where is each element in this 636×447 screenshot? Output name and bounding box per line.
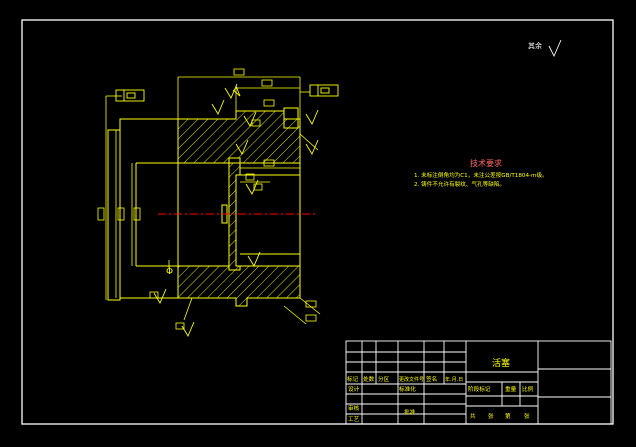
- drawing-frame: [21, 19, 614, 425]
- title-block: [345, 340, 612, 425]
- standardize-label: 标准化: [399, 385, 416, 393]
- tech-requirement-2: 2. 铸件不允许有裂纹、气孔等缺陷。: [414, 182, 506, 188]
- sheet-total-unit: 张: [488, 412, 494, 420]
- sheet-no-label: 第: [505, 412, 511, 420]
- row-process: 工艺: [348, 416, 360, 423]
- rev-header-sign: 签名: [426, 375, 437, 383]
- rev-header-count: 处数: [363, 375, 375, 383]
- stage-header-mark: 阶段标记: [468, 385, 491, 393]
- dimensions: [97, 68, 321, 330]
- tech-requirement-1: 1. 未标注倒角均为C1，未注公差按GB/T1804-m级。: [414, 173, 548, 179]
- row-review: 审核: [348, 404, 360, 412]
- part-section-view: [107, 107, 301, 307]
- tolerance-frame-right: [309, 84, 339, 97]
- rev-header-doc: 更改文件号: [399, 376, 424, 383]
- hatch-bottom: [177, 265, 301, 307]
- tolerance-frames: [115, 84, 339, 102]
- diameter-symbol: Φ: [166, 267, 173, 277]
- part-name: 活塞: [492, 357, 510, 369]
- tolerance-frame-left: [115, 89, 145, 102]
- stage-header-scale: 比例: [522, 385, 534, 393]
- roughness-symbols: [153, 83, 319, 337]
- rev-header-mark: 标记: [347, 375, 359, 383]
- sheet-no-unit: 张: [524, 412, 530, 420]
- hatch-inner: [228, 162, 241, 271]
- hatch-top: [177, 110, 301, 164]
- roughness-note-symbol: [548, 39, 562, 58]
- approve-label: 批准: [404, 408, 416, 416]
- sheet-total-label: 共: [470, 412, 476, 420]
- rev-header-zone: 分区: [378, 375, 390, 383]
- stage-header-weight: 重量: [505, 385, 517, 393]
- outline-left-flange: [107, 118, 178, 301]
- roughness-note-prefix: 其余: [528, 41, 542, 50]
- rev-header-date: 年.月.日: [445, 376, 463, 383]
- tech-requirements-title: 技术要求: [470, 158, 502, 168]
- row-design: 设计: [348, 385, 360, 393]
- top-boss: [283, 107, 299, 129]
- title-block-text: 活塞 标记 处数 分区 更改文件号 签名 年.月.日 设计 审核 工艺 标准化 …: [347, 357, 534, 423]
